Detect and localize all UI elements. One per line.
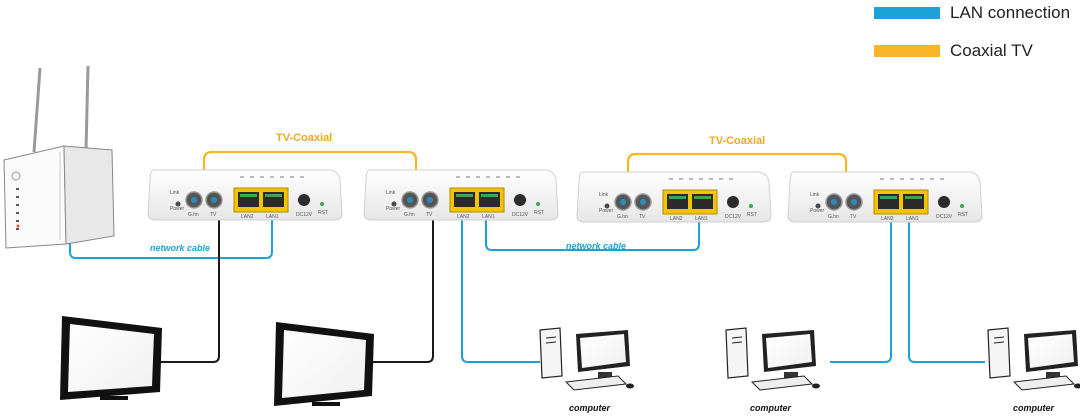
led-power-label: Power: [599, 208, 614, 214]
tv-left: [60, 316, 162, 400]
tv-port-label: TV: [850, 214, 857, 220]
power-port: [298, 194, 310, 206]
tv-middle: [274, 322, 374, 406]
tv-port-label: TV: [639, 214, 646, 220]
pc-mouse: [1074, 383, 1080, 389]
computer-1: [539, 327, 634, 391]
led-power-label: Power: [386, 206, 401, 212]
lan-cable-pc1: [461, 212, 540, 363]
lan2-label: LAN2: [241, 214, 254, 220]
led-link-label: Link: [386, 190, 396, 196]
coax-label-right: TV-Coaxial: [709, 135, 766, 147]
reset-button: [749, 204, 753, 208]
legend-coax-label: Coaxial TV: [950, 41, 1033, 60]
tv-cable-left: [160, 212, 220, 363]
coax-in-label: G.hn: [828, 214, 839, 220]
legend-lan: LAN connection: [874, 3, 1070, 23]
lan-cable-middle: [485, 212, 700, 251]
lan2-label: LAN2: [881, 216, 894, 222]
coax-in-label: G.hn: [404, 212, 415, 218]
led-link-label: Link: [170, 190, 180, 196]
lan1-label: LAN1: [482, 214, 495, 220]
pc-keyboard: [750, 375, 814, 391]
power-label: DC12V: [936, 214, 953, 220]
led-link: [175, 201, 181, 207]
pc-tower: [725, 327, 749, 379]
reset-label: RST: [958, 212, 968, 218]
lan-cable-pc2: [830, 212, 892, 363]
lan1-label: LAN1: [695, 216, 708, 222]
tv-port-label: TV: [210, 212, 217, 218]
led-power-label: Power: [170, 206, 185, 212]
tv-port-label: TV: [426, 212, 433, 218]
pc-tower: [987, 327, 1011, 379]
lan2-label: LAN2: [457, 214, 470, 220]
lan-cable-pc3: [908, 212, 985, 363]
pc-keyboard: [1012, 375, 1076, 391]
coax-in-label: G.hn: [188, 212, 199, 218]
led-link: [815, 203, 821, 209]
coax-cable-left: [202, 150, 418, 180]
cable-label-left: network cable: [150, 243, 211, 253]
power-label: DC12V: [296, 212, 313, 218]
legend-coax-swatch: [874, 45, 940, 57]
led-link-label: Link: [810, 192, 820, 198]
reset-label: RST: [534, 210, 544, 216]
coax-cable-right: [626, 152, 848, 188]
computer-label-2: computer: [750, 403, 792, 413]
reset-label: RST: [318, 210, 328, 216]
computer-3: [987, 327, 1080, 391]
computer-label-1: computer: [569, 403, 611, 413]
reset-button: [536, 202, 540, 206]
power-port: [727, 196, 739, 208]
lan1-label: LAN1: [266, 214, 279, 220]
legend-lan-label: LAN connection: [950, 3, 1071, 22]
power-label: DC12V: [725, 214, 742, 220]
power-port: [938, 196, 950, 208]
reset-button: [960, 204, 964, 208]
legend-coax: Coaxial TV: [874, 41, 1033, 61]
led-link-label: Link: [599, 192, 609, 198]
lan1-label: LAN1: [906, 216, 919, 222]
legend-lan-swatch: [874, 7, 940, 19]
computer-label-3: computer: [1013, 403, 1055, 413]
lan-cable-router: [69, 212, 273, 259]
power-label: DC12V: [512, 212, 529, 218]
led-link: [391, 201, 397, 207]
pc-mouse: [626, 383, 634, 389]
reset-label: RST: [747, 212, 757, 218]
power-port: [514, 194, 526, 206]
pc-tower: [539, 327, 563, 379]
cable-label-right: network cable: [566, 241, 627, 251]
coax-in-label: G.hn: [617, 214, 628, 220]
reset-button: [320, 202, 324, 206]
computer-2: [725, 327, 820, 391]
pc-keyboard: [564, 375, 628, 391]
pc-mouse: [812, 383, 820, 389]
router: [3, 65, 115, 249]
led-power-label: Power: [810, 208, 825, 214]
lan2-label: LAN2: [670, 216, 683, 222]
coax-label-left: TV-Coaxial: [276, 132, 333, 144]
led-link: [604, 203, 610, 209]
tv-cable-middle: [372, 212, 434, 363]
